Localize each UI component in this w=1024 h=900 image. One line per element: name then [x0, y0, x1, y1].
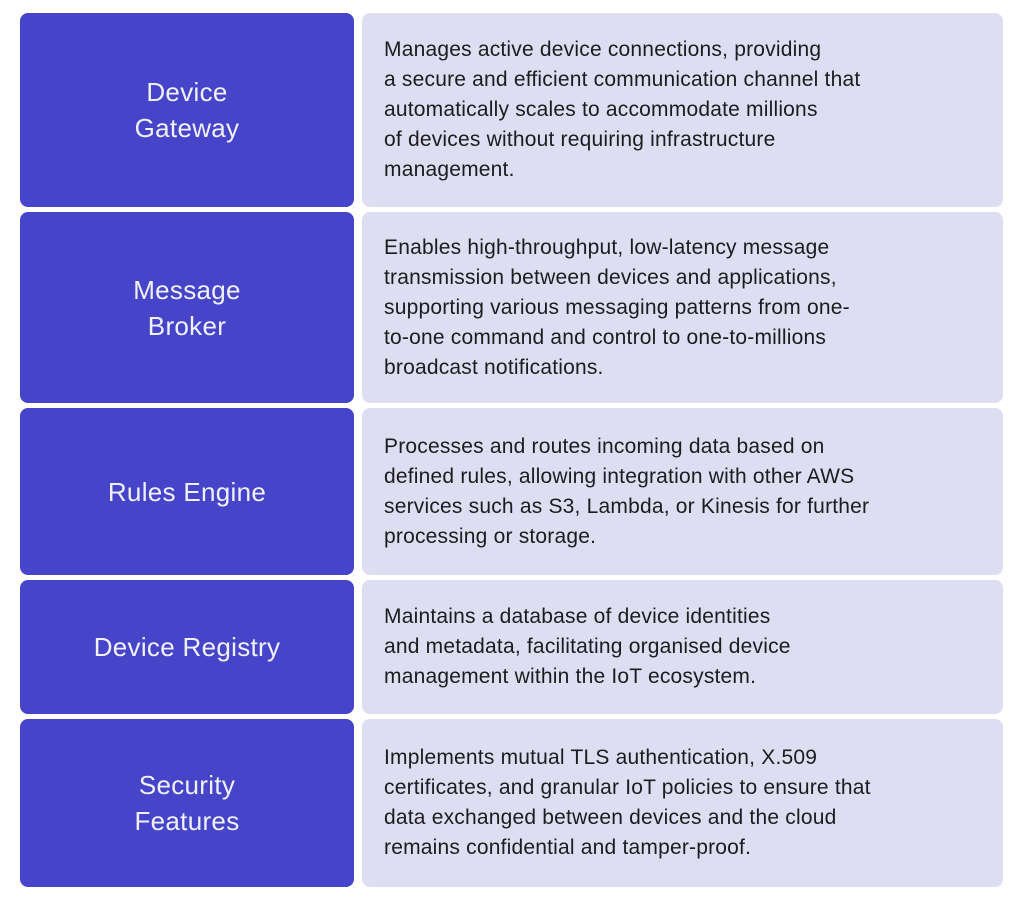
- feature-name-rules-engine: Rules Engine: [20, 408, 354, 575]
- feature-row-device-registry: Device Registry Maintains a database of …: [20, 580, 1003, 714]
- feature-name-message-broker: Message Broker: [20, 212, 354, 403]
- feature-description-rules-engine: Processes and routes incoming data based…: [362, 408, 1003, 575]
- feature-description-device-gateway: Manages active device connections, provi…: [362, 13, 1003, 207]
- feature-name-device-registry: Device Registry: [20, 580, 354, 714]
- feature-name-device-gateway: Device Gateway: [20, 13, 354, 207]
- feature-description-security-features: Implements mutual TLS authentication, X.…: [362, 719, 1003, 887]
- feature-row-device-gateway: Device Gateway Manages active device con…: [20, 13, 1003, 207]
- feature-row-message-broker: Message Broker Enables high-throughput, …: [20, 212, 1003, 403]
- feature-description-message-broker: Enables high-throughput, low-latency mes…: [362, 212, 1003, 403]
- feature-row-rules-engine: Rules Engine Processes and routes incomi…: [20, 408, 1003, 575]
- feature-row-security-features: Security Features Implements mutual TLS …: [20, 719, 1003, 887]
- features-table: Device Gateway Manages active device con…: [20, 13, 1003, 892]
- feature-description-device-registry: Maintains a database of device identitie…: [362, 580, 1003, 714]
- feature-name-security-features: Security Features: [20, 719, 354, 887]
